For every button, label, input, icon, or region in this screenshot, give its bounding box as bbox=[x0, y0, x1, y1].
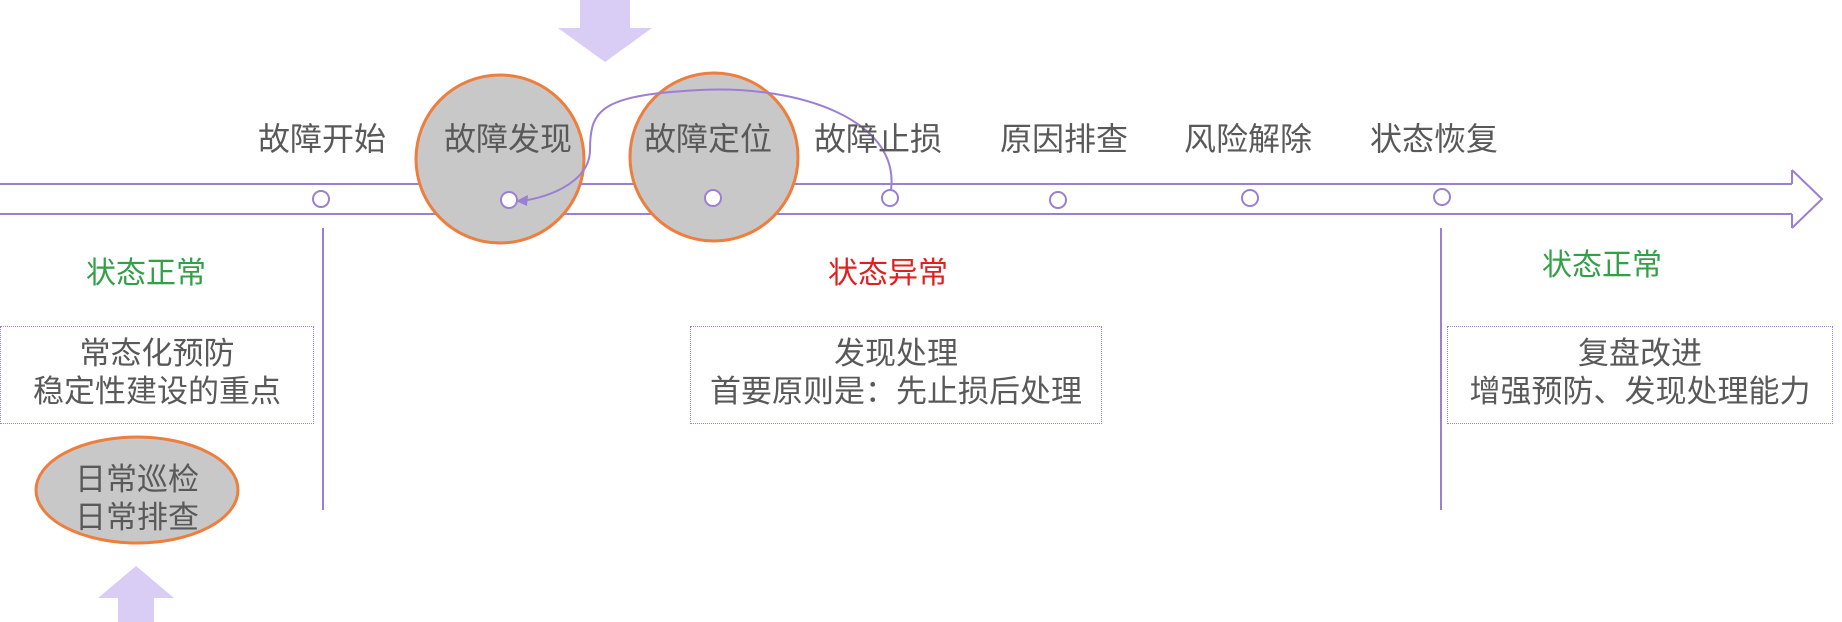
highlight-circle-discovery bbox=[414, 73, 586, 245]
daily-check-text: 日常巡检 日常排查 bbox=[37, 461, 237, 537]
feedback-curve-arrow bbox=[517, 88, 893, 202]
prevention-box-title: 常态化预防 bbox=[79, 336, 235, 372]
stage-marker bbox=[704, 189, 722, 207]
stage-marker bbox=[881, 189, 899, 207]
stage-label-fault-start: 故障开始 bbox=[257, 120, 387, 158]
handling-box: 发现处理 首要原则是：先止损后处理 bbox=[690, 326, 1102, 424]
bottom-up-arrow bbox=[98, 566, 174, 622]
prevention-box-subtitle: 稳定性建设的重点 bbox=[33, 374, 281, 410]
prevention-box: 常态化预防 稳定性建设的重点 bbox=[0, 326, 314, 424]
stage-label-state-recovery: 状态恢复 bbox=[1369, 120, 1499, 158]
review-box-title: 复盘改进 bbox=[1578, 336, 1702, 372]
state-normal-right: 状态正常 bbox=[1542, 248, 1662, 283]
stage-markers bbox=[312, 188, 1451, 209]
daily-check-oval bbox=[34, 435, 240, 545]
top-down-arrow bbox=[558, 0, 652, 62]
state-normal-left: 状态正常 bbox=[86, 256, 206, 291]
daily-check-line2: 日常排查 bbox=[75, 500, 199, 536]
stage-marker bbox=[500, 191, 518, 209]
review-box-subtitle: 增强预防、发现处理能力 bbox=[1469, 374, 1811, 410]
stage-label-risk-cleared: 风险解除 bbox=[1183, 120, 1313, 158]
state-abnormal: 状态异常 bbox=[828, 256, 948, 291]
stage-marker bbox=[312, 190, 330, 208]
stage-label-root-cause: 原因排查 bbox=[999, 120, 1129, 158]
stage-label-fault-location: 故障定位 bbox=[643, 120, 773, 158]
timeline-arrow bbox=[0, 169, 1824, 229]
stage-marker bbox=[1241, 189, 1259, 207]
stage-label-fault-discovery: 故障发现 bbox=[443, 120, 573, 158]
stage-label-fault-mitigation: 故障止损 bbox=[813, 120, 943, 158]
review-box: 复盘改进 增强预防、发现处理能力 bbox=[1447, 326, 1833, 424]
feedback-arrowhead bbox=[516, 195, 528, 206]
highlight-circle-location bbox=[628, 71, 800, 243]
handling-box-subtitle: 首要原则是：先止损后处理 bbox=[710, 374, 1082, 410]
daily-check-line1: 日常巡检 bbox=[75, 462, 199, 498]
stage-marker bbox=[1049, 191, 1067, 209]
stage-marker bbox=[1433, 188, 1451, 206]
handling-box-title: 发现处理 bbox=[834, 336, 958, 372]
